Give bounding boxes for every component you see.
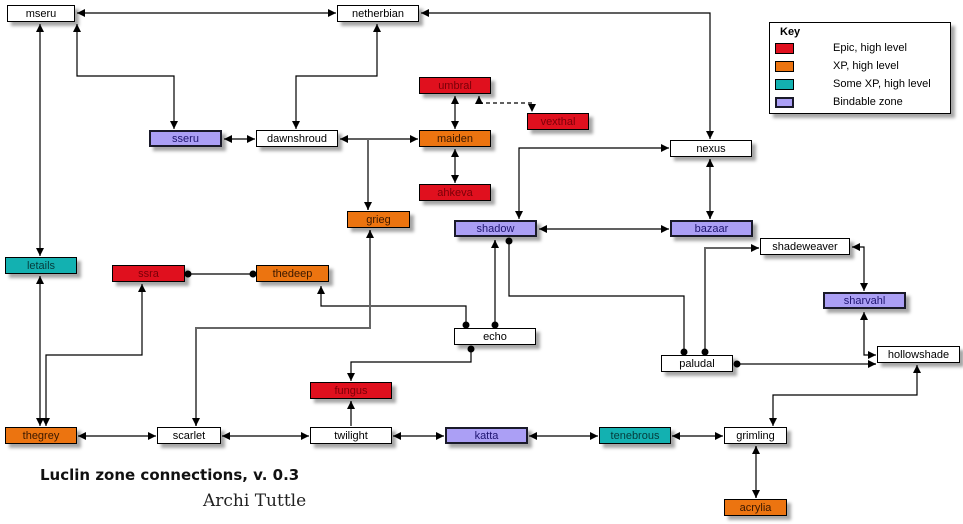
zone-label: shadeweaver xyxy=(772,241,838,253)
connection-netherbian-nexus xyxy=(421,9,714,139)
legend-item-bindable: Bindable zone xyxy=(775,95,950,109)
zone-node-mseru: mseru xyxy=(7,5,75,22)
zone-node-maiden: maiden xyxy=(419,130,491,147)
zone-node-fungus: fungus xyxy=(310,382,392,399)
zone-node-thegrey: thegrey xyxy=(5,427,77,444)
zone-node-acrylia: acrylia xyxy=(724,499,787,516)
zone-label: twilight xyxy=(334,430,368,442)
zone-label: sharvahl xyxy=(843,295,886,307)
zone-label: thedeep xyxy=(272,268,313,280)
zone-node-scarlet: scarlet xyxy=(157,427,221,444)
zone-node-umbral: umbral xyxy=(419,77,491,94)
zone-label: echo xyxy=(483,331,507,343)
zone-node-letails: letails xyxy=(5,257,77,274)
zone-label: sseru xyxy=(172,133,199,145)
zone-node-sharvahl: sharvahl xyxy=(823,292,906,309)
zone-label: grimling xyxy=(736,430,775,442)
legend-label: Some XP, high level xyxy=(833,78,931,90)
legend-label: Bindable zone xyxy=(833,96,903,108)
legend-swatch-bindable xyxy=(775,97,794,108)
diagram-title: Luclin zone connections, v. 0.3 xyxy=(40,466,300,484)
zone-node-echo: echo xyxy=(454,328,536,345)
legend-item-some-xp: Some XP, high level xyxy=(775,77,950,91)
zone-node-tenebrous: tenebrous xyxy=(599,427,671,444)
connection-paludal-shadeweaver xyxy=(701,244,759,356)
zone-label: maiden xyxy=(436,133,474,145)
connection-grimling-hollowshade xyxy=(769,365,921,426)
zone-label: scarlet xyxy=(172,430,206,442)
zone-label: bazaar xyxy=(694,223,729,235)
zone-label: paludal xyxy=(679,358,715,370)
zone-label: nexus xyxy=(696,143,726,155)
zone-label: mseru xyxy=(25,8,57,20)
zone-label: umbral xyxy=(438,80,472,92)
connection-netherbian-dawnshroud xyxy=(292,24,381,129)
legend-label: Epic, high level xyxy=(833,42,907,54)
zone-label: netherbian xyxy=(352,8,404,20)
legend-item-epic: Epic, high level xyxy=(775,41,950,55)
connection-echo-thedeep xyxy=(317,286,470,329)
zone-node-dawnshroud: dawnshroud xyxy=(256,130,338,147)
zone-node-grieg: grieg xyxy=(347,211,410,228)
zone-label: vexthal xyxy=(540,116,576,128)
zone-label: tenebrous xyxy=(610,430,660,442)
zone-label: katta xyxy=(474,430,499,442)
zone-node-netherbian: netherbian xyxy=(337,5,419,22)
zone-label: shadow xyxy=(476,223,515,235)
connection-sharvahl-hollowshade xyxy=(860,312,876,359)
zone-node-twilight: twilight xyxy=(310,427,392,444)
zone-node-shadeweaver: shadeweaver xyxy=(760,238,850,255)
zone-label: fungus xyxy=(334,385,368,397)
legend-swatch-xp xyxy=(775,61,794,72)
zone-node-grimling: grimling xyxy=(724,427,787,444)
legend-swatch-some-xp xyxy=(775,79,794,90)
zone-label: ssra xyxy=(138,268,159,280)
zone-node-ssra: ssra xyxy=(112,265,185,282)
zone-node-shadow: shadow xyxy=(454,220,537,237)
legend-title: Key xyxy=(780,26,801,38)
zone-node-vexthal: vexthal xyxy=(527,113,589,130)
diagram-author: Archi Tuttle xyxy=(203,491,307,511)
legend-item-xp: XP, high level xyxy=(775,59,950,73)
zone-node-thedeep: thedeep xyxy=(256,265,329,282)
zone-node-ahkeva: ahkeva xyxy=(419,184,491,201)
connection-shadow-paludal xyxy=(505,237,688,356)
connection-echo-fungus xyxy=(347,345,475,381)
zone-node-sseru: sseru xyxy=(149,130,222,147)
zone-label: hollowshade xyxy=(887,349,950,361)
zone-label: ahkeva xyxy=(437,187,473,199)
zone-label: letails xyxy=(26,260,56,272)
connection-shadeweaver-sharvahl xyxy=(852,243,868,291)
zone-label: dawnshroud xyxy=(267,133,327,145)
zone-label: grieg xyxy=(366,214,391,226)
zone-node-paludal: paludal xyxy=(661,355,733,372)
zone-label: acrylia xyxy=(739,502,772,514)
zone-node-katta: katta xyxy=(445,427,528,444)
legend-label: XP, high level xyxy=(833,60,899,72)
connection-mseru-sseru xyxy=(73,24,178,129)
legend-swatch-epic xyxy=(775,43,794,54)
connection-ssra-thegrey xyxy=(42,284,146,426)
zone-node-hollowshade: hollowshade xyxy=(877,346,960,363)
zone-node-nexus: nexus xyxy=(670,140,752,157)
legend: Key Epic, high level XP, high level Some… xyxy=(769,22,951,114)
connection-umbral-vexthal xyxy=(475,96,536,112)
zone-label: thegrey xyxy=(22,430,60,442)
zone-node-bazaar: bazaar xyxy=(670,220,753,237)
connection-shadow-nexus xyxy=(515,144,669,219)
connection-scarlet-grieg xyxy=(192,230,374,426)
